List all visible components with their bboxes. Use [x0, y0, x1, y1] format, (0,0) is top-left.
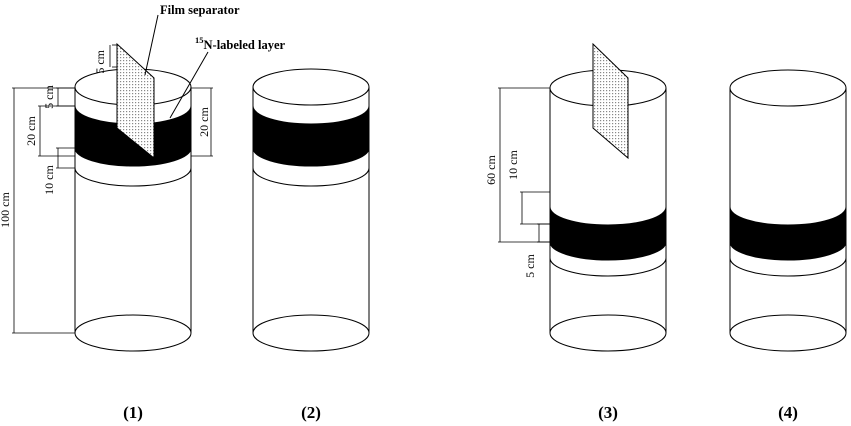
caption-3: (3): [598, 403, 618, 422]
column-3-dimensions: [498, 87, 550, 243]
column-3-bottom: [549, 314, 667, 352]
labeled-layer-3: [549, 206, 667, 261]
dim-5cm-left: 5 cm: [42, 85, 56, 109]
column-1-dimensions: [12, 44, 213, 334]
dim-10cm-c3: 10 cm: [506, 150, 520, 180]
film-separator-3: [592, 42, 629, 160]
column-1: [74, 14, 209, 352]
caption-2: (2): [301, 403, 321, 422]
dim-5cm-c3: 5 cm: [523, 254, 537, 278]
dim-100cm: 100 cm: [0, 192, 12, 228]
caption-1: (1): [123, 403, 143, 422]
dim-10cm-left: 10 cm: [42, 165, 56, 195]
column-4: [729, 69, 847, 352]
column-1-bottom: [74, 314, 192, 352]
column-2-top: [252, 68, 370, 106]
column-3: [549, 42, 667, 352]
film-separator-label: Film separator: [160, 3, 240, 17]
film-separator: [116, 42, 155, 160]
dim-20cm-left: 20 cm: [24, 116, 38, 146]
column-2-bottom: [252, 314, 370, 352]
column-2: [252, 68, 370, 352]
dim-60cm: 60 cm: [484, 155, 498, 185]
dim-5cm-top: 5 cm: [93, 49, 107, 73]
dim-20cm-right: 20 cm: [197, 107, 211, 137]
labeled-layer-4: [729, 206, 847, 261]
column-4-bottom: [729, 314, 847, 352]
caption-4: (4): [778, 403, 798, 422]
n15-label: 15N-labeled layer: [195, 35, 286, 52]
column-4-top: [729, 69, 847, 107]
labeled-layer-2: [252, 105, 370, 167]
